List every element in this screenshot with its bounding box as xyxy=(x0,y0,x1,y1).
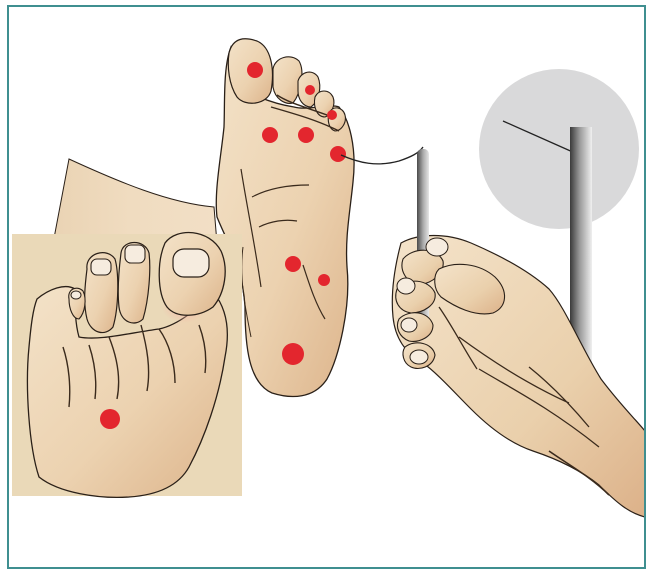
fingernail xyxy=(426,238,448,256)
test-site xyxy=(298,127,314,143)
illustration-canvas xyxy=(9,7,646,569)
test-site xyxy=(285,256,301,272)
fingernail xyxy=(401,318,417,332)
figure-frame xyxy=(7,5,646,569)
sole-toe-2 xyxy=(273,57,302,104)
toenail xyxy=(71,291,81,299)
toenail xyxy=(91,259,111,275)
test-site xyxy=(305,85,315,95)
test-site xyxy=(100,409,120,429)
fingernail xyxy=(410,350,428,364)
magnifier-circle xyxy=(479,69,639,229)
toenail xyxy=(173,249,209,277)
test-site xyxy=(282,343,304,365)
toenail xyxy=(125,245,145,263)
fingernail xyxy=(397,278,415,294)
test-site xyxy=(327,110,337,120)
test-site xyxy=(330,146,346,162)
forefoot-dorsum-icon xyxy=(12,233,242,498)
test-site xyxy=(247,62,263,78)
test-site xyxy=(318,274,330,286)
test-site xyxy=(262,127,278,143)
